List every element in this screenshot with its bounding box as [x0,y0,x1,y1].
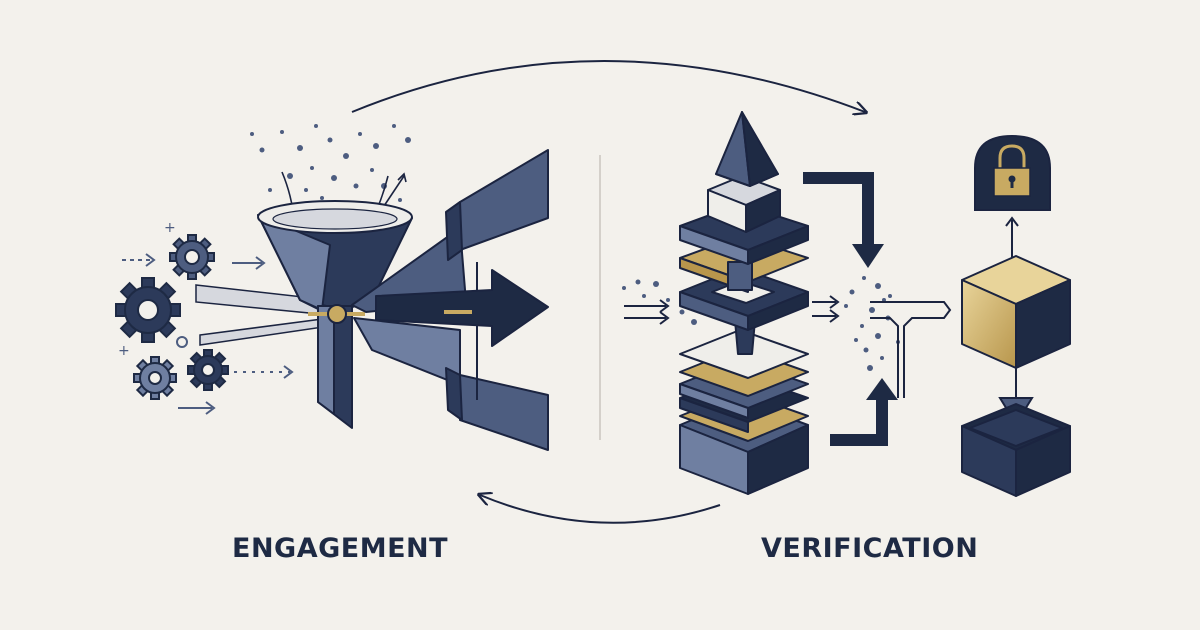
bracket-arrow-up-icon [830,378,898,446]
input-arrow-icon [232,256,266,270]
merge-arrow-icon [812,295,952,398]
light-beams [195,284,331,346]
input-arrows: + + [118,220,294,415]
output-panels [351,149,549,451]
gear-icon [115,277,181,343]
engagement-label: ENGAGEMENT [232,533,449,564]
cycle-arrow-bottom-icon [480,495,721,524]
arrow-icon [375,269,549,347]
input-arrow-icon [178,401,216,415]
gear-icon [169,234,215,280]
cycle-arrow-top-icon [351,60,865,112]
input-arrow-icon [234,365,294,379]
svg-text:+: + [118,343,130,359]
input-arrows-right [624,299,670,325]
funnel-icon [257,200,413,429]
gold-cube-icon [961,255,1071,369]
particles-right [622,279,697,325]
input-arrow-icon [122,253,156,267]
particles [250,124,411,207]
gear-icon [133,356,177,400]
gear-icon [187,349,229,391]
verification-label: VERIFICATION [761,533,979,564]
open-box-icon [961,403,1071,497]
padlock-icon [974,134,1051,211]
bracket-arrow-down-icon [803,172,884,268]
up-arrow-icon [1005,216,1019,258]
particles-center [844,276,900,371]
stack-icon [679,111,809,495]
svg-text:+: + [164,220,176,236]
